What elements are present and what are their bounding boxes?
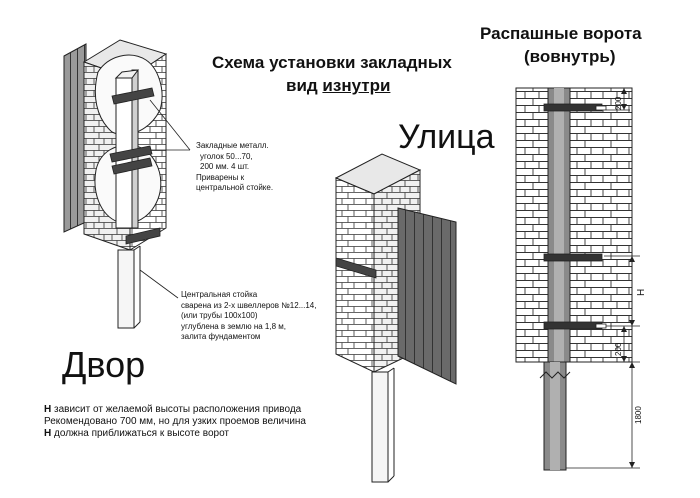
yard-label: Двор	[62, 344, 146, 385]
left-pillar	[63, 39, 191, 329]
diagram-subtitle: вид изнутри	[286, 76, 391, 95]
dim-bottom-label: 200	[614, 342, 623, 356]
gate-subtitle: (вовнутрь)	[524, 47, 616, 66]
footnote: Н зависит от желаемой высоты расположени…	[44, 404, 306, 439]
middle-pillar	[334, 153, 457, 483]
dim-top-label: 200	[614, 96, 623, 110]
subtitle-emphasis: изнутри	[322, 76, 391, 95]
right-elevation	[515, 87, 640, 471]
street-label: Улица	[398, 118, 495, 156]
dim-h-label: Н	[636, 288, 647, 296]
dim-underground-label: 1800	[634, 406, 643, 424]
diagram-title: Схема установки закладных	[212, 53, 452, 72]
gate-title: Распашные ворота	[480, 24, 642, 43]
post-note: Центральная стойка сварена из 2-х швелле…	[181, 290, 317, 341]
embedded-note: Закладные металл. уголок 50...70, 200 мм…	[196, 141, 274, 192]
